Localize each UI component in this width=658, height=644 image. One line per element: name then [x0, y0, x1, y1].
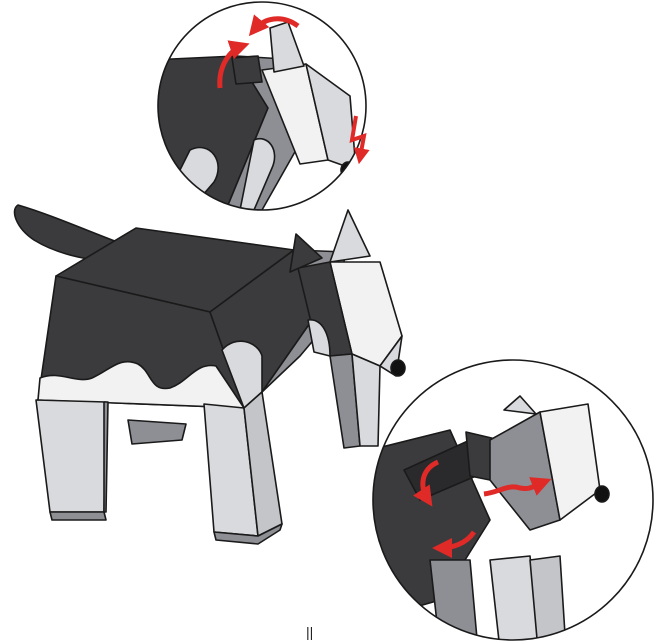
front-leg-left-foot	[49, 511, 107, 521]
bottom-nose	[594, 485, 610, 503]
front-leg-left	[35, 399, 107, 513]
chest-white	[221, 340, 263, 409]
top-neck-white	[239, 137, 276, 210]
zigzag-arrow-icon	[349, 115, 370, 165]
bottom-leg-b	[489, 555, 541, 640]
curved-arrow-icon	[217, 40, 250, 89]
curved-arrow-icon	[413, 459, 440, 507]
leg-right-foot	[213, 523, 283, 545]
belly-spot	[37, 360, 245, 409]
bottom-ear	[503, 395, 537, 415]
dog-figure	[13, 204, 406, 545]
caption-text: ||	[306, 624, 314, 640]
back-leg-b	[351, 353, 381, 447]
curved-arrow-icon	[248, 14, 300, 37]
bottom-leg-c	[529, 555, 567, 640]
dog-ear-right	[329, 209, 371, 263]
top-ear-back	[231, 55, 263, 85]
bottom-leg-a	[429, 559, 479, 640]
far-back-leg	[127, 419, 187, 445]
top-body-white	[159, 146, 219, 210]
detail-circle-bottom	[372, 359, 654, 641]
front-leg-left-side	[103, 401, 109, 513]
dog-nose	[390, 359, 406, 377]
detail-circle-top	[157, 1, 370, 211]
top-ear	[269, 21, 305, 73]
bottom-head-left	[489, 411, 561, 531]
dog-ear-left	[289, 233, 323, 273]
curved-arrow-icon	[432, 530, 477, 558]
curved-arrow-icon	[483, 477, 552, 497]
